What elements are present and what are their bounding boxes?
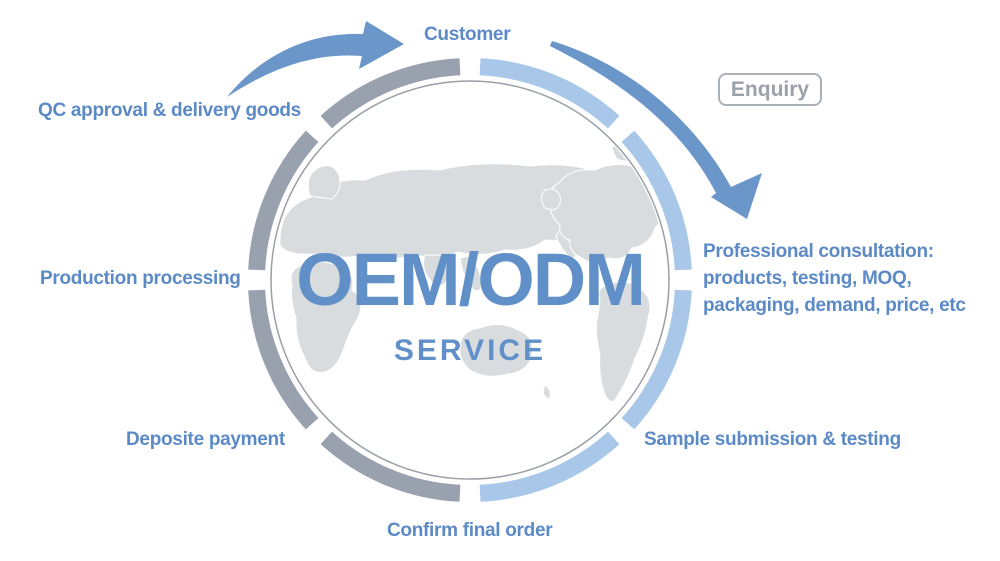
step-label-sample-submission: Sample submission & testing xyxy=(644,429,901,450)
process-ring xyxy=(248,58,692,502)
ring-segment-bottom-left xyxy=(320,431,461,502)
curved-arrow-down-right-icon xyxy=(550,41,762,219)
enquiry-badge: Enquiry xyxy=(718,73,822,106)
continent-scandinavia xyxy=(307,165,341,200)
step-label-deposite-payment: Deposite payment xyxy=(126,429,285,450)
world-map xyxy=(279,140,665,402)
continent-southeast-asia xyxy=(459,255,483,292)
ring-segment-right-lower xyxy=(621,289,692,430)
step-label-customer: Customer xyxy=(424,24,511,45)
center-title: OEM/ODM xyxy=(296,238,646,321)
continent-india xyxy=(423,254,450,287)
ring-segment-top-right xyxy=(479,58,620,129)
continent-south-america xyxy=(595,281,651,402)
ring-segment-left-upper xyxy=(248,130,319,271)
step-label-professional-consultation: Professional consultation: products, tes… xyxy=(703,241,966,316)
center-subtitle: SERVICE xyxy=(393,334,547,367)
continent-australia xyxy=(459,324,533,377)
step-label-qc-approval: QC approval & delivery goods xyxy=(38,100,301,121)
ring-segment-top-left xyxy=(320,58,461,129)
step-label-production-processing: Production processing xyxy=(40,268,241,289)
continent-new-zealand xyxy=(542,384,551,400)
enquiry-badge-label: Enquiry xyxy=(730,77,810,101)
ring-segment-bottom-right xyxy=(479,431,620,502)
ring-segment-right-upper xyxy=(621,130,692,271)
continent-japan xyxy=(555,229,576,259)
continent-alaska xyxy=(541,188,561,211)
curved-arrow-up-right-icon xyxy=(227,21,404,97)
continent-africa xyxy=(290,261,362,373)
step-label-confirm-final-order: Confirm final order xyxy=(387,520,553,541)
ring-segment-left-lower xyxy=(248,289,319,430)
